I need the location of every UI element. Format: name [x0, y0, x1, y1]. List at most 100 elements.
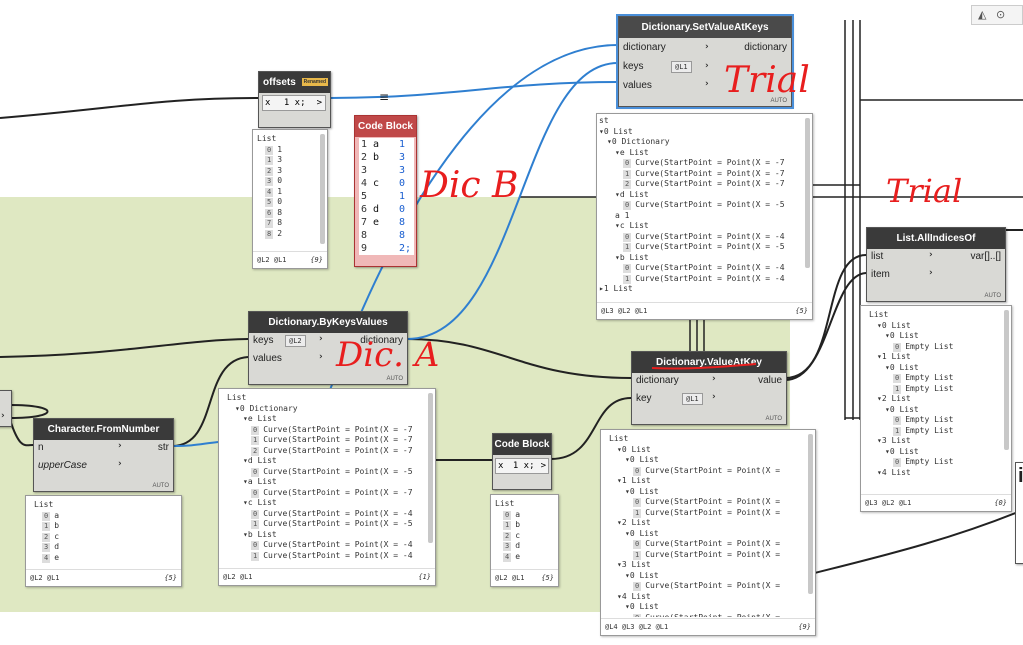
index-badge: 0 [623, 201, 632, 210]
node-character-from-number[interactable]: Character.FromNumber n › upperCase › str… [33, 418, 174, 492]
input-port-keys[interactable]: keys [253, 335, 274, 346]
node-title: Dictionary.SetValueAtKeys [619, 17, 791, 38]
node-partial-left[interactable]: › [0, 390, 12, 427]
item-text: b [515, 520, 521, 529]
scrollbar[interactable] [1004, 310, 1009, 450]
output-port-value[interactable]: value [758, 375, 782, 386]
item-text: Curve(StartPoint = Point(X = -7 [263, 445, 413, 455]
node-all-indices-of[interactable]: List.AllIndicesOf list › item › var[]..[… [866, 227, 1006, 302]
code-value: 8 [399, 230, 406, 241]
scrollbar[interactable] [320, 134, 325, 244]
input-port-dictionary[interactable]: dictionary [623, 42, 666, 53]
input-port-x[interactable]: x [265, 98, 271, 108]
input-port-n[interactable]: n [38, 442, 44, 453]
input-port-x[interactable]: x [498, 461, 504, 471]
annotation-dic-b: Dic B [420, 165, 519, 206]
list-item: ▾0 List [609, 455, 803, 466]
zoom-icon[interactable]: ⊙ [996, 8, 1006, 21]
watch-footer: @L3 @L2 @L1 {0} [861, 494, 1011, 511]
output-port[interactable]: > [316, 98, 322, 108]
levels-label: @L2 @L1 [257, 256, 287, 264]
lacing-chip[interactable]: @L2 [285, 335, 306, 347]
input-port-item[interactable]: item [871, 269, 890, 280]
line-number: 9 [361, 243, 368, 254]
item-text: Empty List [905, 341, 954, 351]
node-offsets[interactable]: offsets Renamed x 1 x; > [258, 71, 331, 128]
code-value: 3 [399, 152, 406, 163]
code-key: d [373, 204, 380, 215]
input-port-key[interactable]: key [636, 393, 652, 404]
watch-footer: @L4 @L3 @L2 @L1 {9} [601, 618, 815, 635]
code-text[interactable]: 1 x; [283, 98, 306, 108]
output-port-var[interactable]: var[]..[] [970, 251, 1001, 262]
camera-icon[interactable]: ◭ [978, 8, 987, 21]
node-set-value-at-keys[interactable]: Dictionary.SetValueAtKeys dictionary › k… [616, 14, 794, 109]
item-text: ▾c List [243, 498, 277, 507]
code-text[interactable]: 1 x; [512, 461, 535, 471]
item-text: List [34, 500, 54, 509]
item-text: e [54, 552, 60, 562]
node-partial-right[interactable]: i [1015, 462, 1023, 564]
input-port-dictionary[interactable]: dictionary [636, 375, 679, 386]
levels-label: @L2 @L1 [495, 574, 525, 582]
input-port-list[interactable]: list [871, 251, 884, 262]
input-port-keys[interactable]: keys [623, 61, 644, 72]
lacing-chip[interactable]: @L1 [682, 393, 703, 405]
output-port-dictionary[interactable]: dictionary [744, 42, 787, 53]
item-text: Curve(StartPoint = Point(X = -5 [263, 466, 413, 476]
item-text: ▾e List [243, 414, 277, 423]
list-item: ▾0 List [599, 127, 800, 138]
node-value-at-key[interactable]: Dictionary.ValueAtKey dictionary › key @… [631, 351, 787, 425]
output-port-dictionary[interactable]: dictionary [360, 335, 403, 346]
input-port-values[interactable]: values [253, 353, 282, 364]
index-badge: 0 [633, 582, 642, 591]
code-input[interactable]: x 1 x; > [262, 95, 326, 111]
input-port-uppercase[interactable]: upperCase [38, 460, 87, 471]
output-port-str[interactable]: str [157, 442, 169, 453]
input-port-values[interactable]: values [623, 80, 652, 91]
index-badge: 2 [503, 531, 512, 541]
item-text: Curve(StartPoint = Point(X = -4 [263, 508, 413, 518]
list-item: ▾2 List [609, 518, 803, 529]
list-item: ▾c List [599, 221, 800, 232]
item-text: ▾b List [243, 529, 277, 539]
scrollbar[interactable] [808, 434, 813, 594]
scrollbar[interactable] [428, 393, 433, 543]
list-item: st [599, 116, 800, 127]
lacing-chip[interactable]: @L1 [671, 61, 692, 73]
item-text: ▾3 List [877, 436, 911, 445]
list-item: ▾0 List [869, 405, 999, 416]
node-code-block[interactable]: Code Block x 1 x; > [492, 433, 552, 490]
node-by-keys-values[interactable]: Dictionary.ByKeysValues keys @L2 › value… [248, 311, 408, 385]
scrollbar[interactable] [805, 118, 810, 268]
code-input[interactable]: x 1 x; > [495, 458, 549, 474]
output-port[interactable]: > [540, 461, 546, 471]
